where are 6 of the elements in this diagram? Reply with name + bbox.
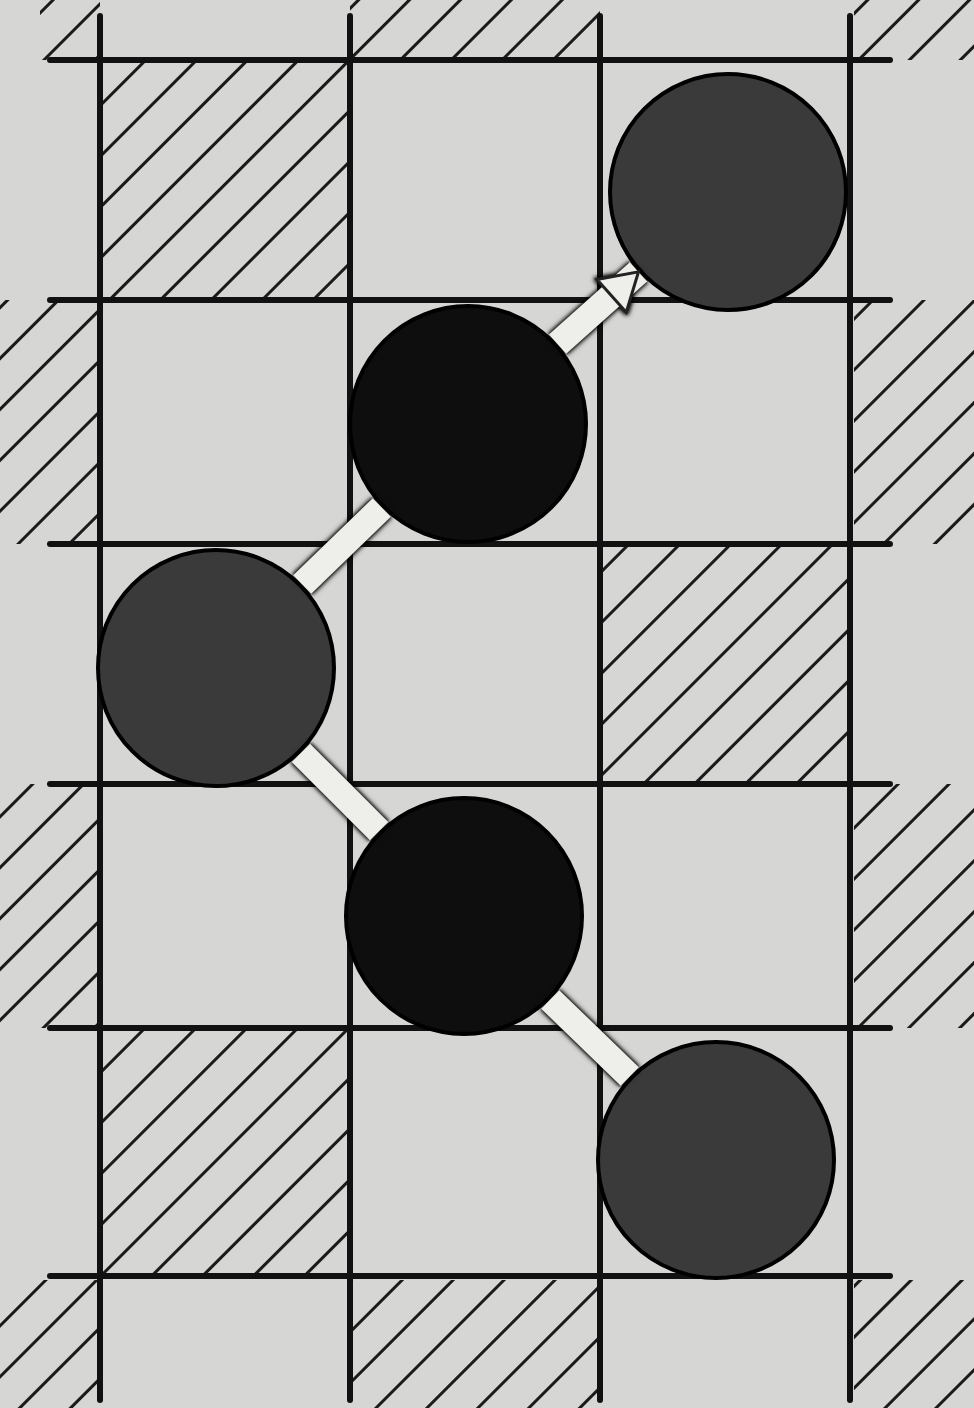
filled-circle	[348, 304, 588, 544]
connector-line	[291, 743, 389, 841]
filled-circle	[96, 548, 336, 788]
connector-line	[541, 990, 639, 1086]
connector-line	[293, 498, 391, 594]
arrow	[548, 262, 648, 354]
